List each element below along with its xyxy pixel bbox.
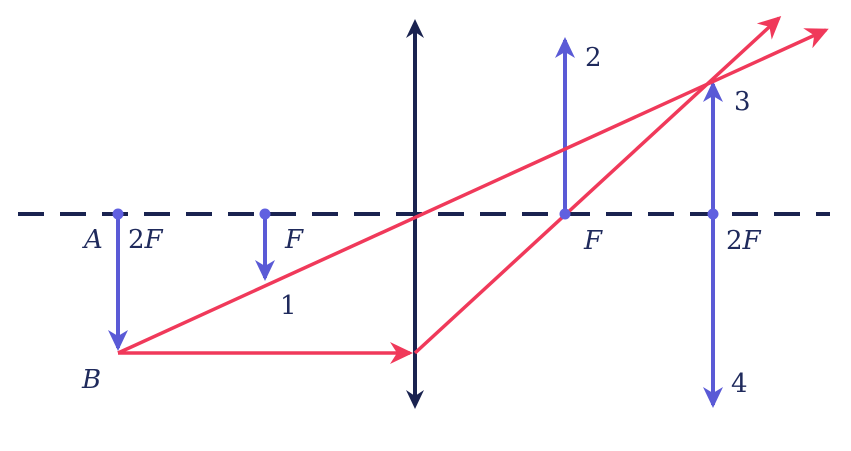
point-right-f [559,208,571,220]
label-arrow-3: 3 [734,87,751,117]
label-right-2f: 2F [726,226,762,256]
label-arrow-1: 1 [280,291,297,321]
label-left-2f: 2F [128,225,164,255]
label-b: B [81,365,101,395]
label-arrow-2: 2 [585,43,602,73]
ray-through-focus [413,15,782,355]
ray-through-center [117,28,829,355]
label-a: A [82,225,103,255]
point-a-2f [112,208,124,220]
point-left-f [259,208,271,220]
point-right-2f [707,208,719,220]
label-left-f: F [284,225,304,255]
label-right-f: F [583,226,603,256]
label-arrow-4: 4 [731,369,748,399]
